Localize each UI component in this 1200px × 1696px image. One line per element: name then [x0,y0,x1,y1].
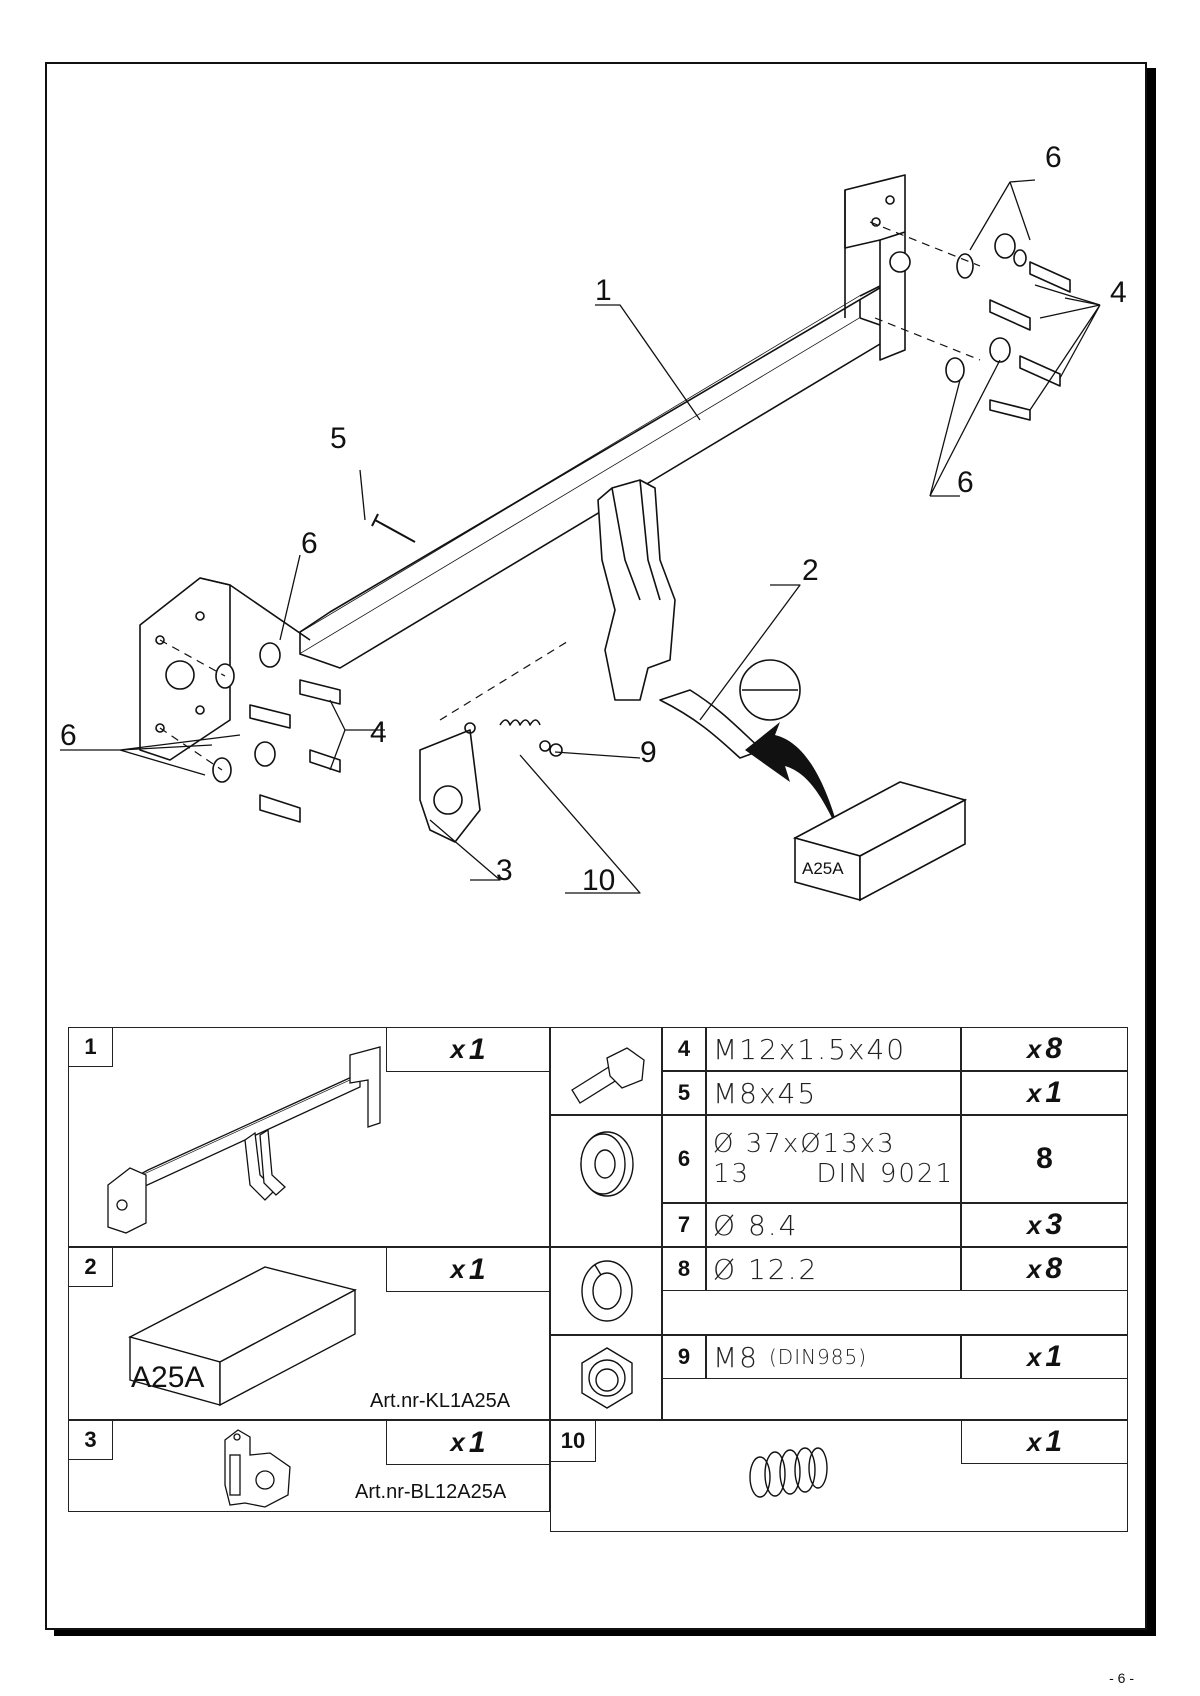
part-6-qty: 8 [961,1115,1128,1203]
callout-4-left: 4 [370,716,387,749]
bolt-5 [371,513,416,543]
part-4-number: 4 [662,1027,706,1071]
part-2-number: 2 [68,1247,113,1287]
callout-3: 3 [496,854,513,887]
part-8-number: 8 [662,1247,706,1291]
part-5-number: 5 [662,1071,706,1115]
page-number: - 6 - [1109,1670,1134,1686]
bolt-icon [571,1047,645,1104]
kit-box [792,781,968,902]
callout-6-bottom-right: 6 [957,466,974,499]
part-8-spec: Ø 12.2 [706,1247,961,1291]
part-3-art-number: Art.nr-BL12A25A [355,1481,507,1503]
left-fasteners [212,642,341,823]
part-10-number: 10 [550,1420,596,1462]
washer-icon [580,1131,634,1197]
part-2-box-label: A25A [131,1361,205,1394]
callout-5: 5 [330,422,347,455]
callout-9: 9 [640,736,657,769]
part-4-spec: M12x1.5x40 [706,1027,961,1071]
part-6-number: 6 [662,1115,706,1203]
part-1-number: 1 [68,1027,113,1067]
part-7-number: 7 [662,1203,706,1247]
callout-6-top-right: 6 [1045,141,1062,174]
kit-box-label: A25A [802,859,844,878]
callout-6-left-upper: 6 [301,527,318,560]
spring [499,719,541,726]
part-3-socket-plate-icon [224,1429,291,1508]
part-2-art-number: Art.nr-KL1A25A [370,1390,511,1412]
callout-4-right: 4 [1110,276,1127,309]
right-fasteners [945,233,1071,421]
callout-1: 1 [595,274,612,307]
callout-10: 10 [582,864,615,897]
spring-icon [749,1447,828,1498]
part-7-spec: Ø 8.4 [706,1203,961,1247]
part-1-towbar-icon [107,1046,381,1234]
callout-6-left-lower: 6 [60,719,77,752]
spring-washer-icon [581,1260,633,1322]
part-2-kit-box-icon [128,1266,357,1407]
part-6-spec-line1: Ø 37xØ13x3 [713,1129,896,1159]
part-9-spec: M8(DIN985) [706,1335,961,1379]
part-3-number: 3 [68,1420,113,1460]
insertion-arrow [745,722,840,835]
part-5-spec: M8x45 [706,1071,961,1115]
callout-2: 2 [802,554,819,587]
part-9-number: 9 [662,1335,706,1379]
lock-nut-icon [581,1347,633,1409]
